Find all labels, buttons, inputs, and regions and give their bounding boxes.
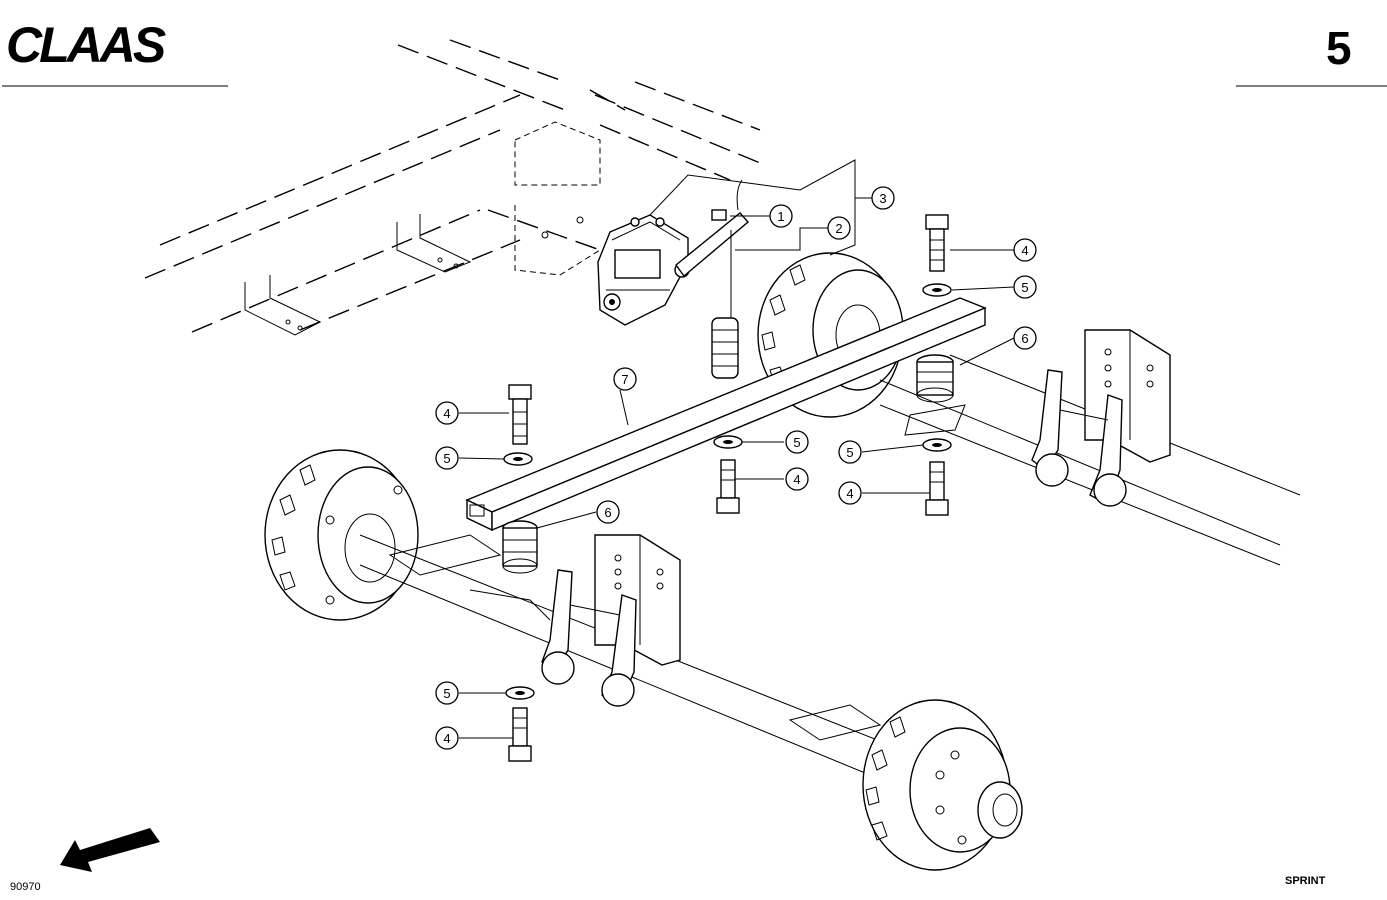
svg-text:6: 6 (604, 505, 611, 520)
load-sensing-valve (597, 214, 690, 326)
wheel-hub-front-right (862, 699, 1023, 871)
model-name: SPRINT (1285, 875, 1326, 887)
bolt-upper-right (925, 214, 949, 272)
washer-right (922, 438, 952, 452)
mounting-bracket-left (244, 275, 322, 336)
svg-text:5: 5 (846, 445, 853, 460)
wheel-hub-front-left (264, 449, 419, 621)
svg-text:4: 4 (1021, 243, 1028, 258)
callout-4-right: 4 (838, 481, 862, 505)
rubber-spring-left (502, 520, 538, 574)
chassis-frame-outline (144, 39, 766, 333)
claas-logo: CLAAS (6, 17, 166, 73)
svg-text:4: 4 (846, 486, 853, 501)
rubber-spring-right (904, 354, 966, 436)
equalizer-beam (465, 297, 987, 532)
washer-center (713, 435, 743, 449)
callout-5-upper-right: 5 (1013, 275, 1037, 299)
callout-6-right: 6 (1013, 326, 1037, 350)
front-brake-lever-pair (541, 569, 637, 707)
callout-5-center: 5 (785, 430, 809, 454)
svg-text:1: 1 (777, 209, 784, 224)
callout-7: 7 (613, 367, 637, 391)
svg-text:5: 5 (443, 451, 450, 466)
callout-5-right: 5 (838, 440, 862, 464)
arrow-down-left-icon (60, 828, 160, 872)
washer-lower-left (505, 686, 535, 700)
callout-4-left: 4 (435, 401, 459, 425)
drawing-number: 90970 (10, 881, 41, 893)
callout-6-left: 6 (596, 500, 620, 524)
svg-text:3: 3 (879, 191, 886, 206)
leader-lines (458, 159, 1015, 739)
rear-brake-bracket (1084, 329, 1171, 463)
valve-lever-arm (675, 179, 750, 318)
page-number: 5 (1326, 22, 1352, 74)
callout-4-upper-right: 4 (1013, 238, 1037, 262)
callout-4-lower-left: 4 (435, 726, 459, 750)
svg-text:4: 4 (793, 472, 800, 487)
rubber-spring-upper (711, 317, 739, 379)
bolt-upper-left (508, 384, 532, 445)
callout-2: 2 (827, 216, 851, 240)
mounting-bracket-right (396, 214, 472, 273)
washer-left (503, 452, 533, 466)
svg-text:4: 4 (443, 406, 450, 421)
callout-4-center: 4 (785, 467, 809, 491)
svg-text:5: 5 (793, 435, 800, 450)
valve-mounting-plate (514, 121, 601, 276)
svg-text:2: 2 (835, 221, 842, 236)
callout-1: 1 (769, 204, 793, 228)
svg-text:6: 6 (1021, 331, 1028, 346)
callout-3: 3 (871, 186, 895, 210)
rear-brake-lever-pair (1031, 369, 1127, 507)
bolt-lower-center (716, 459, 740, 514)
bolt-lower-right (925, 461, 949, 516)
svg-text:7: 7 (621, 372, 628, 387)
callout-5-lower-left: 5 (435, 681, 459, 705)
front-brake-bracket (594, 534, 681, 666)
bolt-lower-left (508, 707, 532, 762)
washer-upper-right (922, 283, 952, 297)
svg-text:4: 4 (443, 731, 450, 746)
svg-text:5: 5 (1021, 280, 1028, 295)
svg-text:5: 5 (443, 686, 450, 701)
callout-5-left: 5 (435, 446, 459, 470)
